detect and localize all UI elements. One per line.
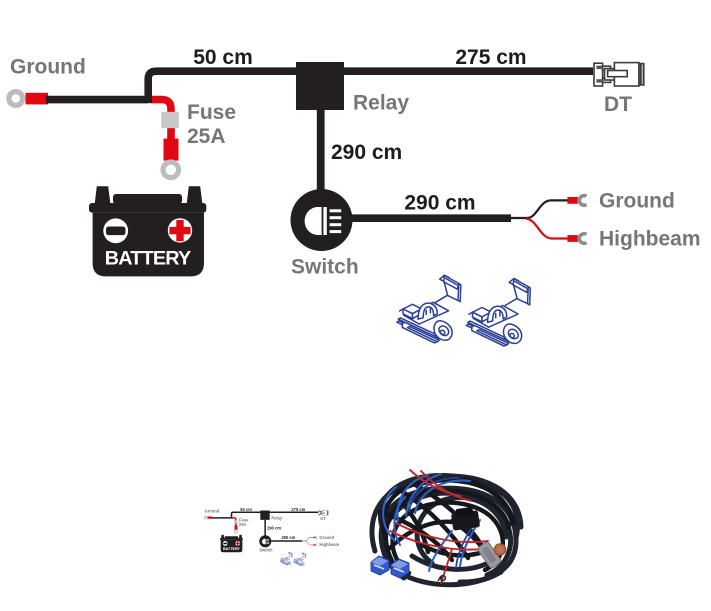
svg-text:290 cm: 290 cm — [404, 191, 475, 214]
svg-text:DT: DT — [604, 93, 632, 116]
svg-text:275 cm: 275 cm — [455, 46, 526, 69]
svg-text:Fuse: Fuse — [187, 101, 236, 124]
svg-text:Switch: Switch — [291, 256, 359, 279]
svg-text:Ground: Ground — [599, 189, 675, 212]
svg-text:Ground: Ground — [10, 55, 86, 78]
svg-text:50 cm: 50 cm — [193, 46, 253, 69]
svg-text:25A: 25A — [187, 125, 226, 148]
svg-text:Relay: Relay — [353, 92, 409, 115]
svg-text:290 cm: 290 cm — [331, 141, 402, 164]
svg-text:BATTERY: BATTERY — [105, 247, 192, 269]
svg-text:Highbeam: Highbeam — [599, 227, 701, 250]
